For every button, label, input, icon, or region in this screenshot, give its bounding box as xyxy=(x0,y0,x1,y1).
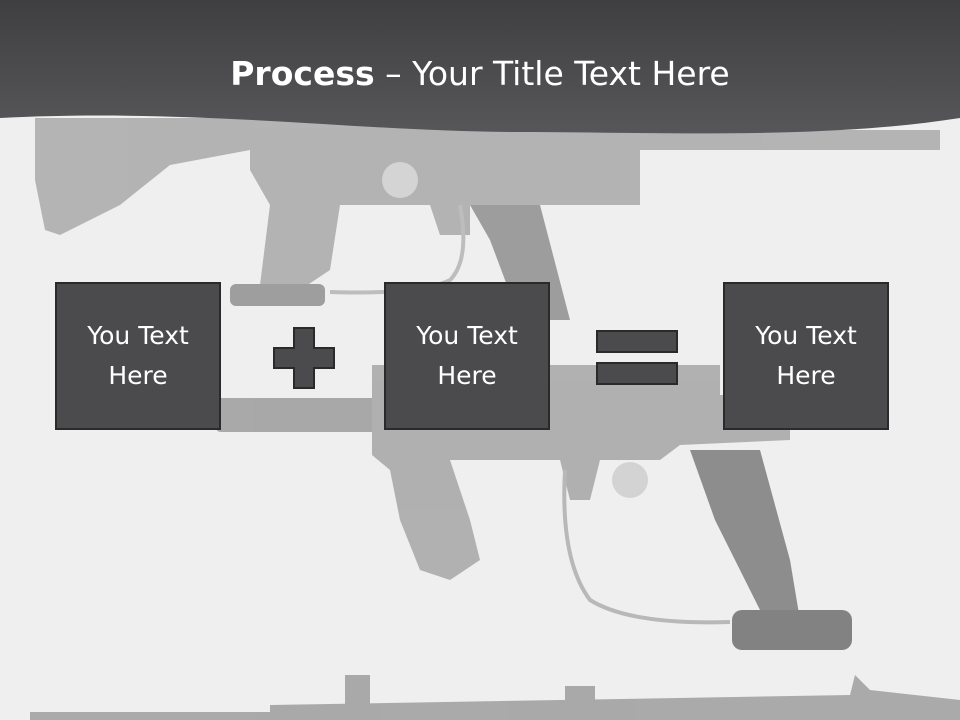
process-box-line-2: Here xyxy=(108,361,168,390)
process-box-text: You Text Here xyxy=(73,316,203,396)
process-box-line-2: Here xyxy=(776,361,836,390)
process-box-line-1: You Text xyxy=(87,321,189,350)
process-box-line-1: You Text xyxy=(755,321,857,350)
process-box-line-2: Here xyxy=(437,361,497,390)
process-box-1[interactable]: You Text Here xyxy=(55,282,221,430)
title-regular-text: – Your Title Text Here xyxy=(374,54,730,93)
header-band xyxy=(0,0,960,134)
plus-icon xyxy=(273,327,335,389)
process-box-line-1: You Text xyxy=(416,321,518,350)
slide-title: Process – Your Title Text Here xyxy=(0,52,960,96)
process-box-2[interactable]: You Text Here xyxy=(384,282,550,430)
title-bold-text: Process xyxy=(230,54,375,93)
process-box-text: You Text Here xyxy=(741,316,871,396)
equals-icon xyxy=(596,330,678,385)
process-box-text: You Text Here xyxy=(402,316,532,396)
process-box-3[interactable]: You Text Here xyxy=(723,282,889,430)
